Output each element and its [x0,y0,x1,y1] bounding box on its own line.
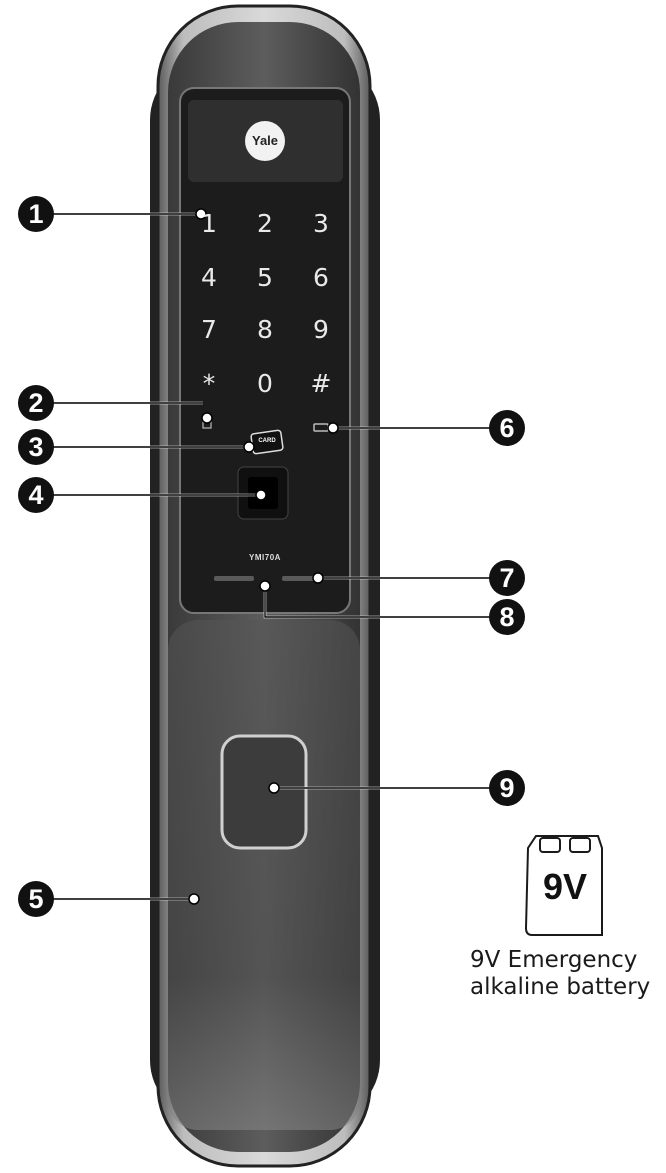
battery-label: 9V [542,866,588,907]
key-5[interactable]: 5 [257,263,273,292]
callout-1: 1 [18,196,54,232]
callout-5: 5 [18,881,54,917]
key-1[interactable]: 1 [201,209,217,238]
key-7[interactable]: 7 [201,315,217,344]
callout-6: 6 [489,410,525,446]
callout-7: 7 [489,560,525,596]
leader-markers [188,208,339,905]
key-0[interactable]: 0 [257,369,273,398]
key-hash[interactable]: # [310,369,332,398]
battery-caption-line2: alkaline battery [470,974,651,1000]
callout-2: 2 [18,385,54,421]
callout-8: 8 [489,599,525,635]
key-3[interactable]: 3 [313,209,329,238]
led-strip-right [282,576,322,581]
battery-9v-illustration [524,835,603,936]
callout-9: 9 [489,770,525,806]
yale-logo-badge [245,121,285,161]
key-4[interactable]: 4 [201,263,217,292]
key-6[interactable]: 6 [313,263,329,292]
battery-caption: 9V Emergency alkaline battery [470,947,666,1001]
model-label: YMI70A [249,553,281,562]
card-label: CARD [258,438,276,444]
yale-logo: Yale [251,133,279,148]
callout-3: 3 [18,429,54,465]
key-8[interactable]: 8 [257,315,273,344]
key-2[interactable]: 2 [257,209,273,238]
handle [220,734,308,850]
key-star[interactable]: * [202,369,216,398]
key-9[interactable]: 9 [313,315,329,344]
battery-caption-line1: 9V Emergency [470,947,638,973]
led-strip-left [214,576,254,581]
callout-4: 4 [18,477,54,513]
